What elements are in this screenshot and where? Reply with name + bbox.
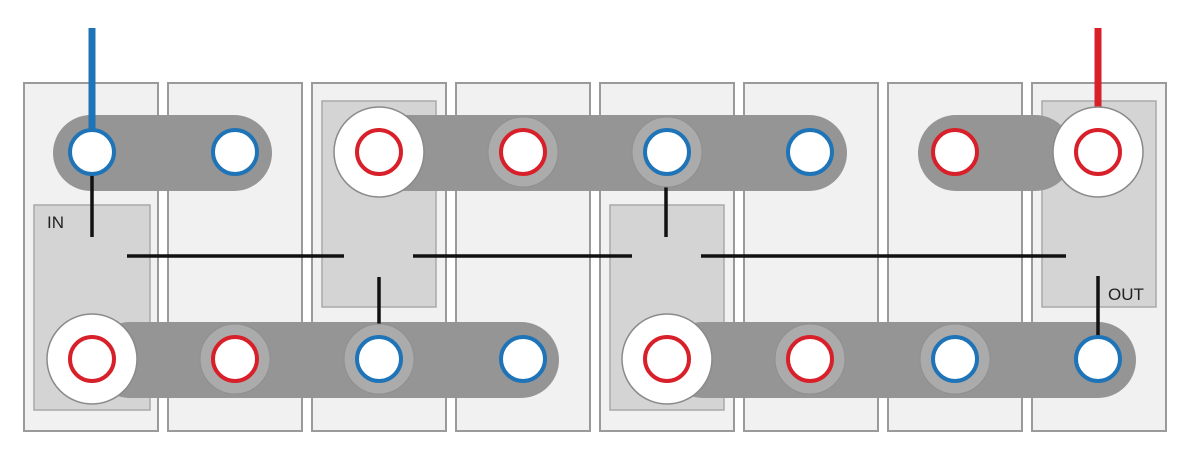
minus-terminal-icon bbox=[1074, 335, 1122, 383]
plus-terminal-icon bbox=[931, 128, 979, 176]
bottom-terminals bbox=[46, 313, 1122, 405]
in-label: IN bbox=[47, 213, 64, 232]
link-bar-bottom-1 bbox=[92, 322, 559, 398]
link-bar-top-2 bbox=[340, 115, 847, 191]
minus-terminal-icon bbox=[343, 323, 415, 395]
plus-terminal-icon bbox=[46, 313, 138, 405]
plus-terminal-icon bbox=[621, 313, 713, 405]
top-terminals bbox=[68, 106, 1144, 198]
out-label: OUT bbox=[1108, 285, 1144, 304]
plus-terminal-icon bbox=[1052, 106, 1144, 198]
minus-terminal-icon bbox=[631, 116, 703, 188]
plus-terminal-icon bbox=[333, 106, 425, 198]
plus-terminal-icon bbox=[774, 323, 846, 395]
link-bar-bottom-2 bbox=[665, 322, 1136, 398]
plus-terminal-icon bbox=[199, 323, 271, 395]
minus-terminal-icon bbox=[786, 128, 834, 176]
plus-terminal-icon bbox=[487, 116, 559, 188]
minus-terminal-icon bbox=[499, 335, 547, 383]
jumper-wires bbox=[90, 175, 1100, 338]
minus-terminal-icon bbox=[919, 323, 991, 395]
minus-terminal-icon bbox=[211, 128, 259, 176]
minus-terminal-icon bbox=[68, 128, 116, 176]
